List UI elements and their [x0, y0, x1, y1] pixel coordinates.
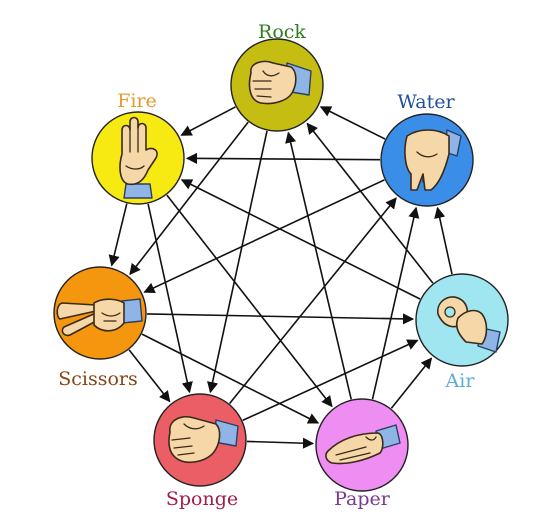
node-air [415, 273, 509, 367]
scissors-hand-icon [56, 298, 143, 337]
node-paper [315, 398, 409, 492]
arrow-rock-to-fire [180, 106, 236, 136]
three-fingers-icon [119, 116, 158, 199]
node-rock-label: Rock [258, 21, 306, 43]
arrow-fire-to-scissors [108, 203, 128, 267]
node-fire-label: Fire [117, 90, 157, 112]
arrow-scissors-to-paper [141, 333, 320, 424]
node-sponge-label: Sponge [166, 488, 238, 510]
node-fire [91, 111, 185, 205]
node-water-label: Water [397, 91, 455, 113]
arrow-scissors-to-sponge [128, 349, 171, 403]
node-rock [230, 38, 324, 132]
arrow-air-to-rock [306, 122, 434, 284]
arrow-rock-to-scissors [129, 121, 249, 276]
edges-layer [108, 106, 453, 449]
cupped-hand-icon [404, 129, 462, 191]
node-scissors [53, 266, 147, 360]
node-sponge [153, 393, 247, 487]
arrow-water-to-scissors [143, 179, 385, 294]
arrow-rock-to-sponge [207, 130, 268, 394]
node-air-label: Air [445, 370, 476, 392]
squeeze-hand-icon [168, 416, 239, 464]
arrow-fire-to-paper [166, 194, 333, 408]
arrow-water-to-rock [319, 106, 386, 140]
node-water [380, 113, 474, 207]
fist-icon [248, 60, 312, 105]
arrow-fire-to-sponge [147, 203, 193, 394]
node-scissors-label: Scissors [58, 368, 138, 390]
arrow-sponge-to-water [228, 197, 397, 405]
nodes-layer [53, 38, 509, 492]
arrow-air-to-fire [180, 179, 421, 300]
arrow-water-to-fire [185, 152, 381, 164]
arrow-paper-to-water [371, 206, 420, 400]
arrow-sponge-to-paper [246, 437, 315, 449]
arrow-air-to-water [434, 206, 453, 275]
flat-hand-icon [325, 424, 401, 465]
node-paper-label: Paper [334, 488, 391, 510]
arrow-paper-to-rock [285, 131, 352, 400]
ok-hand-icon [437, 296, 501, 353]
arrow-scissors-to-air [146, 313, 415, 325]
arrow-sponge-to-air [242, 339, 419, 422]
arrow-paper-to-air [390, 357, 433, 409]
